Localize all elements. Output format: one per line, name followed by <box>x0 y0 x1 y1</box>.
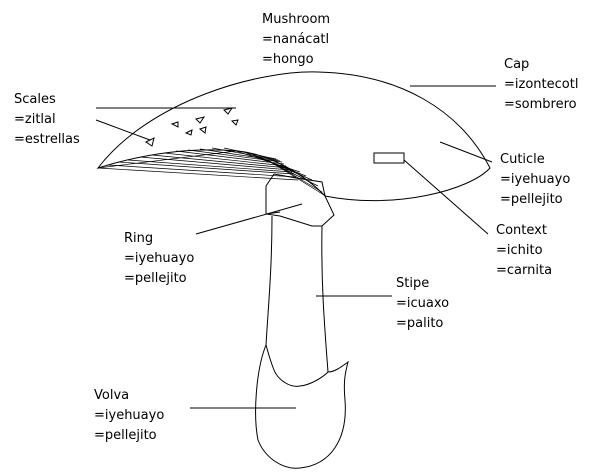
volva-outline <box>256 345 348 468</box>
context-label: Context =ichito =carnita <box>496 223 552 278</box>
gills <box>98 148 324 195</box>
scale-marks <box>146 108 238 146</box>
volva-label-nahuatl: =iyehuayo <box>94 408 164 423</box>
cap-label-spanish: =sombrero <box>504 97 577 112</box>
cuticle-label: Cuticle =iyehuayo =pellejito <box>500 152 574 207</box>
ring-label-nahuatl: =iyehuayo <box>124 251 194 266</box>
volva-label-spanish: =pellejito <box>94 428 157 443</box>
cuticle-label-spanish: =pellejito <box>500 192 563 207</box>
cuticle-label-nahuatl: =iyehuayo <box>500 172 570 187</box>
mushroom-label-nahuatl: =nanácatl <box>262 32 329 47</box>
ring-label-title: Ring <box>124 231 153 246</box>
cap-outline <box>98 72 490 201</box>
stipe-outline <box>266 216 328 372</box>
cap-label-nahuatl: =izontecotl <box>504 77 578 92</box>
ring-outline <box>266 174 334 226</box>
ring-label-spanish: =pellejito <box>124 271 187 286</box>
context-marker <box>374 153 404 163</box>
ring-leader <box>196 204 302 234</box>
context-label-spanish: =carnita <box>496 263 552 278</box>
stipe-label-spanish: =palito <box>396 316 443 331</box>
mushroom-label-spanish: =hongo <box>262 52 314 67</box>
stipe-label: Stipe =icuaxo =palito <box>396 276 453 331</box>
scales-label: Scales =zitlal =estrellas <box>14 92 80 147</box>
mushroom-label-title: Mushroom <box>262 12 330 27</box>
context-label-title: Context <box>496 223 547 238</box>
cap-label: Cap =izontecotl =sombrero <box>504 57 583 112</box>
cuticle-leader <box>440 142 492 162</box>
cuticle-label-title: Cuticle <box>500 152 545 167</box>
ring-label: Ring =iyehuayo =pellejito <box>124 231 198 286</box>
context-label-nahuatl: =ichito <box>496 243 543 258</box>
volva-label-title: Volva <box>94 388 129 403</box>
stipe-label-title: Stipe <box>396 276 429 291</box>
volva-label: Volva =iyehuayo =pellejito <box>94 388 168 443</box>
scales-label-spanish: =estrellas <box>14 132 80 147</box>
scales-label-nahuatl: =zitlal <box>14 112 56 127</box>
stipe-label-nahuatl: =icuaxo <box>396 296 449 311</box>
scales-leader-2 <box>96 120 150 140</box>
scales-label-title: Scales <box>14 92 56 107</box>
cap-label-title: Cap <box>504 57 529 72</box>
mushroom-label: Mushroom =nanácatl =hongo <box>262 12 334 67</box>
